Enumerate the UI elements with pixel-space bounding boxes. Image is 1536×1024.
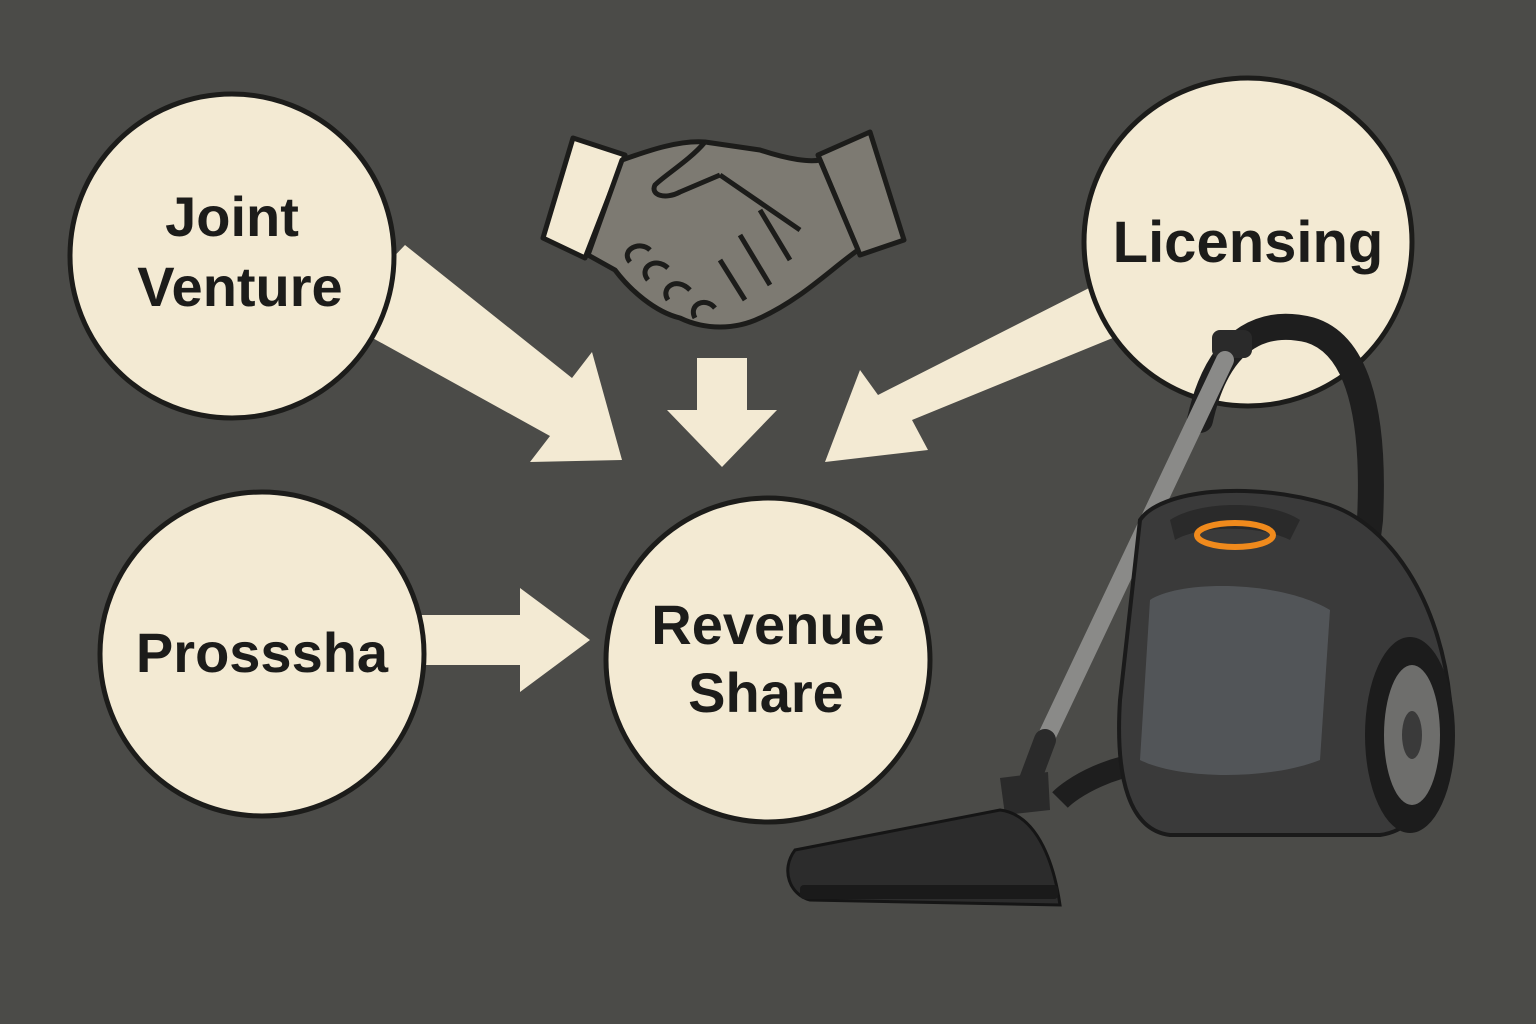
licensing-label: Licensing (1113, 210, 1384, 275)
node-joint-venture: Joint Venture (67, 91, 397, 421)
revenue-share-label-line1: Revenue (651, 593, 884, 656)
arrows (340, 245, 1120, 692)
arrow-licensing-to-revenue (825, 285, 1120, 462)
vacuum-cleaner-image (786, 313, 1455, 907)
joint-venture-label-line2: Venture (137, 255, 342, 318)
node-revenue-share: Revenue Share (603, 495, 933, 825)
joint-venture-label-line1: Joint (165, 185, 299, 248)
prosssha-label: Prosssha (136, 621, 389, 684)
arrow-joint-venture-to-revenue (340, 245, 622, 462)
node-prosssha: Prosssha (97, 489, 427, 819)
node-licensing: Licensing (1081, 75, 1415, 409)
vacuum-accent-ring (1194, 520, 1276, 550)
revenue-share-label-line2: Share (688, 661, 844, 724)
handshake-icon (540, 129, 907, 330)
arrow-handshake-to-revenue (667, 358, 777, 467)
arrow-prosssha-to-revenue (420, 588, 590, 692)
